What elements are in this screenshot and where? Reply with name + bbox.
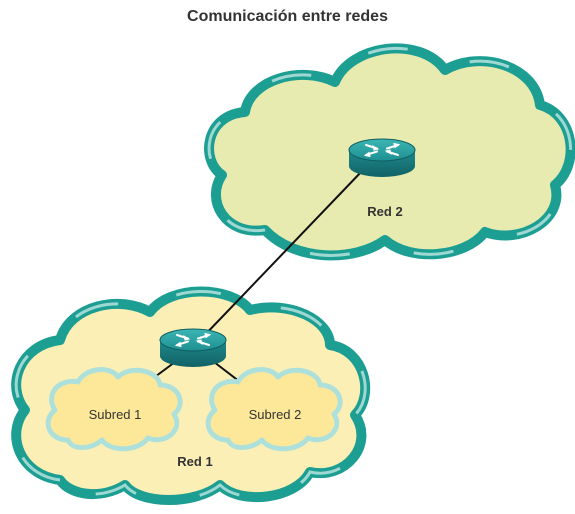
router-icon	[348, 138, 416, 177]
subnet-cloud-subred-2: Subred 2	[205, 367, 343, 452]
subnet-cloud-1-shape	[45, 367, 183, 452]
router-icon	[159, 328, 227, 367]
subnet-cloud-2-shape	[205, 367, 343, 452]
link-router-to-router	[199, 169, 364, 341]
cloud-red-2-highlight	[207, 47, 572, 257]
network-label-red-2: Red 2	[367, 204, 402, 219]
subnet-label-subred-1: Subred 1	[89, 407, 142, 422]
router-red-2[interactable]	[348, 138, 416, 177]
subnet-label-subred-2: Subred 2	[249, 407, 302, 422]
network-label-red-1: Red 1	[177, 454, 212, 469]
subnet-cloud-subred-1: Subred 1	[45, 367, 183, 452]
cloud-red-1-highlight	[14, 290, 367, 502]
diagram-title: Comunicación entre redes	[187, 8, 388, 25]
router-red-1[interactable]	[159, 328, 227, 367]
